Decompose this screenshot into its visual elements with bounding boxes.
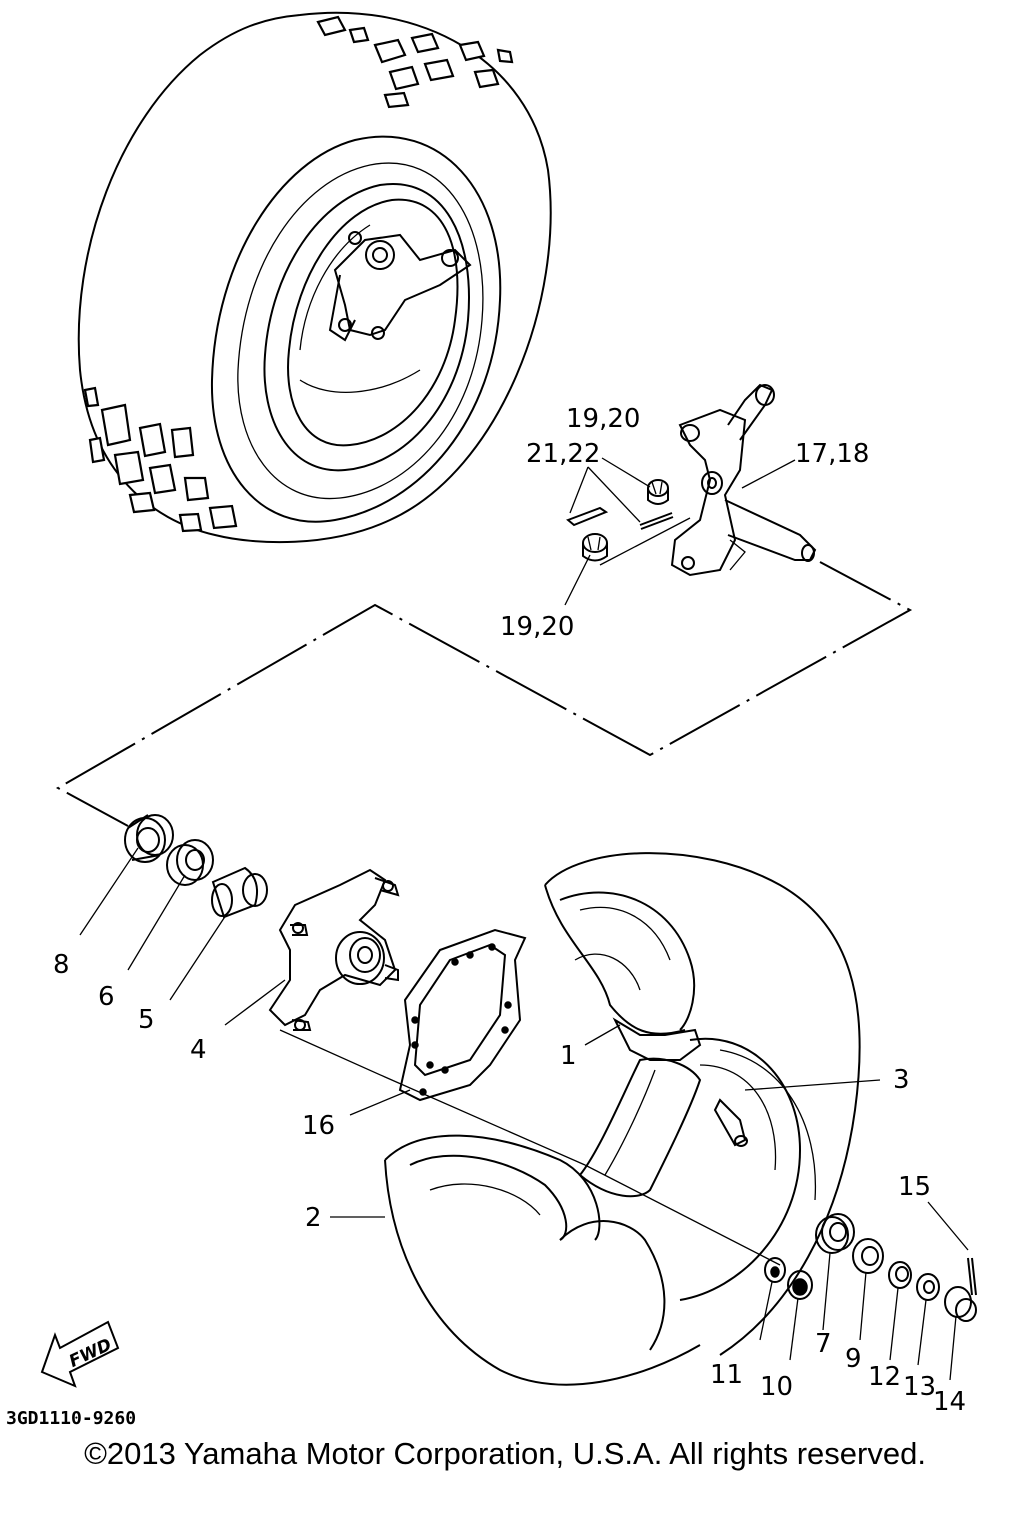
tire-half-1 — [544, 852, 861, 1356]
callout-12: 12 — [868, 1362, 901, 1392]
callout-11: 11 — [710, 1360, 743, 1390]
collar-12 — [888, 1261, 912, 1289]
oil-seal-9 — [852, 1238, 884, 1274]
left-bearing-stack — [124, 814, 268, 919]
rim-barrel — [578, 1057, 702, 1198]
knuckle-leaders — [55, 457, 913, 827]
callout-3: 3 — [893, 1065, 910, 1095]
callout-6: 6 — [98, 982, 115, 1012]
callout-4: 4 — [190, 1035, 207, 1065]
drawing-code: 3GD1110-9260 — [6, 1408, 136, 1429]
valve-stem-3 — [713, 1098, 748, 1147]
callout-labels: 19,20 21,22 17,18 19,20 8 6 5 4 16 1 3 2… — [6, 404, 966, 1429]
steering-knuckle — [670, 383, 817, 577]
spacer-5 — [211, 866, 268, 919]
callout-19-20-bottom: 19,20 — [500, 612, 574, 642]
callout-2: 2 — [305, 1203, 322, 1233]
right-bearing-stack — [764, 1213, 977, 1322]
top-hub — [328, 231, 472, 342]
bearing-7 — [815, 1213, 855, 1254]
castle-nut-14 — [944, 1286, 977, 1322]
oil-seal-8 — [124, 814, 174, 863]
callout-21-22: 21,22 — [526, 439, 600, 469]
washer-11 — [764, 1257, 786, 1283]
bottom-leaders — [79, 847, 969, 1381]
cotter-pins-and-nuts — [566, 479, 674, 562]
castle-nut-top — [647, 479, 669, 505]
callout-9: 9 — [845, 1344, 862, 1374]
castle-nut-bottom — [582, 533, 608, 562]
callout-19-20-top: 19,20 — [566, 404, 640, 434]
callout-7: 7 — [815, 1329, 832, 1359]
bearing-6 — [166, 839, 214, 886]
callout-1: 1 — [560, 1041, 577, 1071]
assembled-wheel — [77, 11, 552, 544]
gasket-16 — [398, 928, 527, 1102]
callout-15: 15 — [898, 1172, 931, 1202]
callout-10: 10 — [760, 1372, 793, 1402]
wheel-hub-4 — [268, 868, 400, 1031]
callout-17-18: 17,18 — [795, 439, 869, 469]
callout-8: 8 — [53, 950, 70, 980]
callout-16: 16 — [302, 1111, 335, 1141]
fwd-arrow-icon: FWD — [40, 1320, 120, 1388]
top-tread — [316, 15, 514, 109]
bottom-tread — [83, 386, 238, 533]
washer-13 — [916, 1273, 940, 1301]
tire-half-2 — [384, 1134, 701, 1386]
callout-14: 14 — [933, 1387, 966, 1417]
callout-5: 5 — [138, 1005, 155, 1035]
copyright-notice: ©2013 Yamaha Motor Corporation, U.S.A. A… — [84, 1436, 926, 1471]
cotter-pin-15 — [967, 1257, 977, 1296]
nut-10 — [787, 1270, 813, 1300]
callout-13: 13 — [903, 1372, 936, 1402]
